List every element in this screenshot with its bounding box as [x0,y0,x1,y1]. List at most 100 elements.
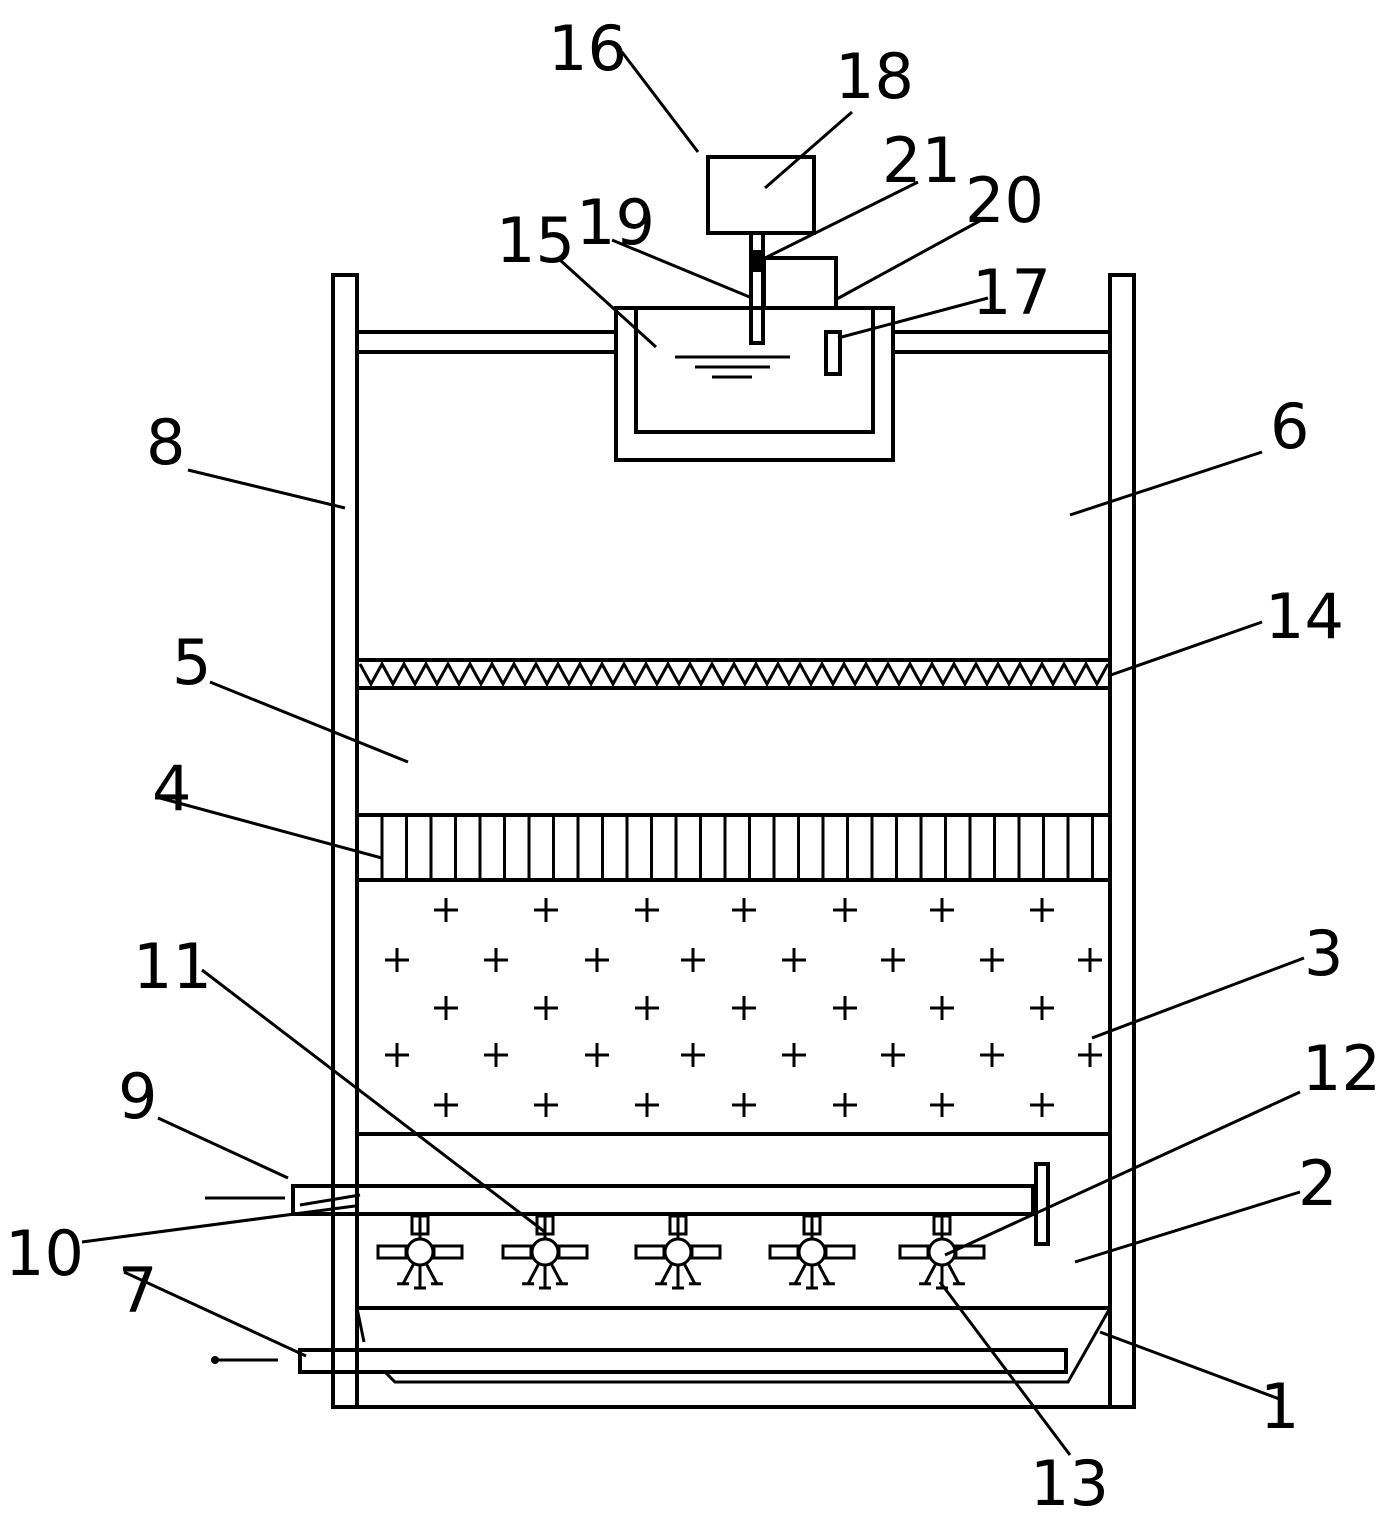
nozzle-connector [668,1214,688,1236]
inlet-check-valve [299,1193,361,1207]
nozzle-jet [659,1262,674,1285]
label-4: 4 [152,752,191,825]
outer-container [331,273,1136,1409]
nozzle-arm-right [432,1244,464,1260]
pipe-end-cap [1034,1162,1050,1246]
level-sensor [824,330,842,376]
nozzle-arm-left [376,1244,408,1260]
nozzle-arm-right [690,1244,722,1260]
nozzle-jet [549,1262,564,1285]
nozzle-jet [401,1262,416,1285]
nozzle-arm-left [768,1244,800,1260]
top-support-bars [355,330,1112,354]
nozzle-arm-right [557,1244,589,1260]
nozzle-connector [802,1214,822,1236]
label-20: 20 [965,164,1044,237]
nozzle-arm-left [634,1244,666,1260]
label-5: 5 [172,626,211,699]
tank-outer [614,306,895,462]
nozzle-jet [923,1262,938,1285]
media-crosses [385,898,1102,1117]
inlet-pipe-assembly [205,1162,1050,1290]
pump-assembly [706,155,838,345]
leader-20 [834,216,986,302]
nozzle-jet [816,1262,831,1285]
label-15: 15 [496,204,575,277]
callout-labels: 1 2 3 4 5 6 7 8 9 10 11 12 13 14 15 16 1… [5,12,1381,1519]
nozzle-head [530,1237,560,1267]
tank-inner [634,308,875,434]
inlet-pipe [291,1184,1035,1216]
leader-7 [123,1270,307,1358]
media-layer [357,898,1110,1136]
funnel-left [355,1307,366,1343]
leader-12 [944,1090,1301,1257]
leader-10 [81,1204,356,1244]
label-13: 13 [1030,1447,1109,1519]
left-wall [331,273,359,1409]
leader-3 [1091,956,1305,1040]
label-11: 11 [133,930,212,1003]
leader-6 [1069,450,1263,517]
leader-lines [81,51,1305,1456]
nozzle-jet [424,1262,439,1285]
nozzle-arm-right [824,1244,856,1260]
leader-5 [209,680,409,764]
nozzle-connector [410,1214,430,1236]
leader-1 [1099,1330,1283,1402]
nozzle-head [405,1237,435,1267]
nozzle-head [797,1237,827,1267]
label-3: 3 [1304,917,1343,990]
label-2: 2 [1298,1147,1337,1220]
grid-layer [355,813,1112,882]
grid-layer-frame [355,813,1112,882]
label-21: 21 [882,124,961,197]
filter-mesh [355,658,1112,690]
leader-4 [159,796,383,860]
label-17: 17 [972,256,1051,329]
leader-13 [938,1281,1072,1456]
leader-19 [611,238,753,300]
label-16: 16 [548,12,627,85]
nozzle-jet [793,1262,808,1285]
nozzle-jet [946,1262,961,1285]
nozzle-arm-left [898,1244,930,1260]
label-8: 8 [146,406,185,479]
leader-21 [756,180,919,264]
right-wall [1108,273,1136,1409]
filter-mesh-zigzag [358,660,1110,688]
left-support-bar [355,330,618,354]
leader-9 [157,1116,289,1180]
nozzle-head [663,1237,693,1267]
label-7: 7 [118,1254,157,1327]
label-1: 1 [1260,1370,1299,1443]
pump-motor [706,155,816,235]
leader-16 [620,51,700,153]
drain-assembly [211,1306,1112,1384]
label-19: 19 [576,186,655,259]
label-6: 6 [1270,390,1309,463]
outlet-arrow-dot [211,1356,219,1364]
water-tank [614,306,895,462]
label-18: 18 [835,40,914,113]
funnel-bottom [383,1307,1112,1384]
drain-pipe [298,1348,1068,1374]
spray-nozzles [376,1214,986,1290]
grid-layer-bars [380,815,1094,880]
nozzle-connector [932,1214,952,1236]
leader-14 [1107,620,1263,678]
pump-pipe [749,231,765,345]
leader-11 [201,968,546,1234]
label-14: 14 [1265,580,1344,653]
nozzle-jet [526,1262,541,1285]
leader-8 [187,468,346,510]
leader-17 [837,296,989,340]
nozzle-jet [682,1262,697,1285]
label-9: 9 [118,1060,157,1133]
nozzle-arm-right [954,1244,986,1260]
label-12: 12 [1302,1032,1381,1105]
label-10: 10 [5,1217,84,1290]
leader-15 [558,258,658,349]
